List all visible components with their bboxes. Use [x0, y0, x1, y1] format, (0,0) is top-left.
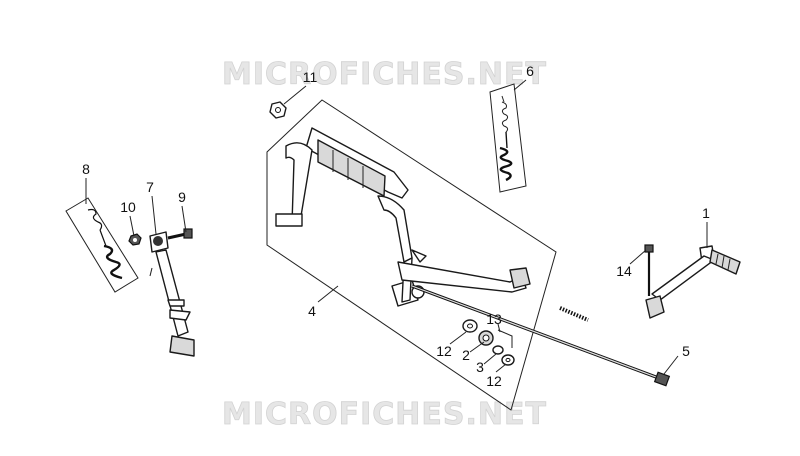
callout-9: 9 [178, 189, 186, 205]
leader-5 [663, 355, 679, 375]
watermark-bottom: MICROFICHES.NET [222, 397, 547, 432]
leader-14 [629, 249, 647, 265]
callout-6: 6 [526, 63, 534, 79]
leader-12a [449, 331, 467, 345]
bolt-14 [644, 244, 654, 296]
callout-8: 8 [82, 161, 90, 177]
pin-13 [497, 329, 513, 348]
washer-12-lower [501, 354, 515, 366]
leader-13 [497, 323, 501, 333]
leader-2 [469, 341, 485, 353]
stand-spring [499, 95, 513, 182]
watermark-top: MICROFICHES.NET [222, 57, 547, 92]
leader-11 [283, 85, 307, 105]
spring-8-frame [65, 197, 139, 293]
pivot-shaft [411, 284, 671, 387]
callout-7: 7 [146, 179, 154, 195]
leader-6 [513, 79, 527, 91]
washer-3 [492, 345, 504, 355]
callout-12-lower: 12 [486, 373, 502, 389]
bolt-9 [167, 228, 193, 240]
side-stand-spring [87, 208, 123, 280]
leader-4 [317, 285, 339, 303]
callout-12-upper: 12 [436, 343, 452, 359]
callout-11: 11 [303, 69, 318, 85]
leader-3 [483, 353, 497, 365]
callout-1: 1 [702, 205, 710, 221]
leader-12b [495, 363, 507, 373]
kick-starter-lever [645, 245, 741, 319]
washer-12-upper [462, 319, 478, 333]
callout-4: 4 [308, 303, 316, 319]
leader-7 [151, 195, 157, 235]
callout-5: 5 [682, 343, 690, 359]
collar-2 [478, 330, 494, 346]
leader-9 [181, 205, 187, 233]
callout-13: 13 [486, 311, 502, 327]
main-stand [275, 127, 531, 307]
nut-10 [128, 233, 142, 246]
callout-2: 2 [462, 347, 470, 363]
side-stand [149, 231, 195, 357]
callout-10: 10 [120, 199, 136, 215]
callout-3: 3 [476, 359, 484, 375]
leader-10 [129, 215, 135, 237]
callout-14: 14 [616, 263, 632, 279]
nut-11 [269, 101, 287, 119]
spring-6-frame [489, 83, 527, 193]
